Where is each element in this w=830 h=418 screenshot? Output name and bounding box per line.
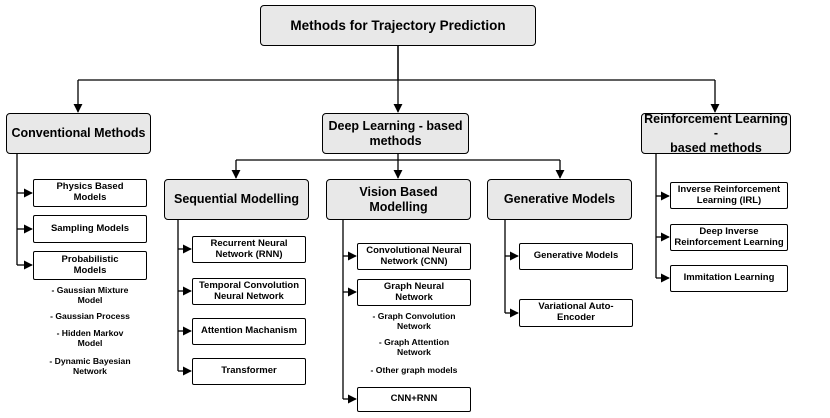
leaf-immitation-learning: Immitation Learning xyxy=(670,265,788,292)
sub-graph-convolution-network: - Graph Convolution Network xyxy=(372,311,456,331)
sub-graph-attention-network: - Graph Attention Network xyxy=(378,337,450,357)
sub-dynamic-bayesian-network: - Dynamic Bayesian Network xyxy=(49,356,131,376)
leaf-convolutional-neural-network: Convolutional Neural Network (CNN) xyxy=(357,243,471,270)
leaf-graph-neural-network: Graph Neural Network xyxy=(357,279,471,306)
leaf-transformer: Transformer xyxy=(192,358,306,385)
sub-hidden-markov-model: - Hidden Markov Model xyxy=(56,328,124,348)
sub-gaussian-mixture-model: - Gaussian Mixture Model xyxy=(51,285,129,305)
leaf-temporal-convolution-network: Temporal Convolution Neural Network xyxy=(192,278,306,305)
leaf-sampling-models: Sampling Models xyxy=(33,215,147,243)
reinforcement-learning-node: Reinforcement Learning - based methods xyxy=(641,112,791,155)
sub-gaussian-process: - Gaussian Process xyxy=(50,311,130,321)
leaf-cnn-rnn: CNN+RNN xyxy=(357,387,471,412)
sub-other-graph-models: - Other graph models xyxy=(370,365,458,375)
leaf-probabilistic-models: Probabilistic Models xyxy=(33,251,147,280)
leaf-variational-auto-encoder: Variational Auto- Encoder xyxy=(519,299,633,327)
leaf-inverse-reinforcement-learning: Inverse Reinforcement Learning (IRL) xyxy=(670,182,788,209)
sequential-modelling-node: Sequential Modelling xyxy=(164,179,309,220)
deep-learning-node: Deep Learning - based methods xyxy=(322,113,469,154)
root-node: Methods for Trajectory Prediction xyxy=(260,5,536,46)
conventional-methods-node: Conventional Methods xyxy=(6,113,151,154)
generative-models-node: Generative Models xyxy=(487,179,632,220)
vision-based-modelling-node: Vision Based Modelling xyxy=(326,179,471,220)
leaf-attention-mechanism: Attention Machanism xyxy=(192,318,306,345)
leaf-recurrent-neural-network: Recurrent Neural Network (RNN) xyxy=(192,236,306,263)
leaf-deep-inverse-reinforcement-learning: Deep Inverse Reinforcement Learning xyxy=(670,224,788,251)
leaf-physics-based-models: Physics Based Models xyxy=(33,179,147,207)
leaf-generative-models: Generative Models xyxy=(519,243,633,270)
